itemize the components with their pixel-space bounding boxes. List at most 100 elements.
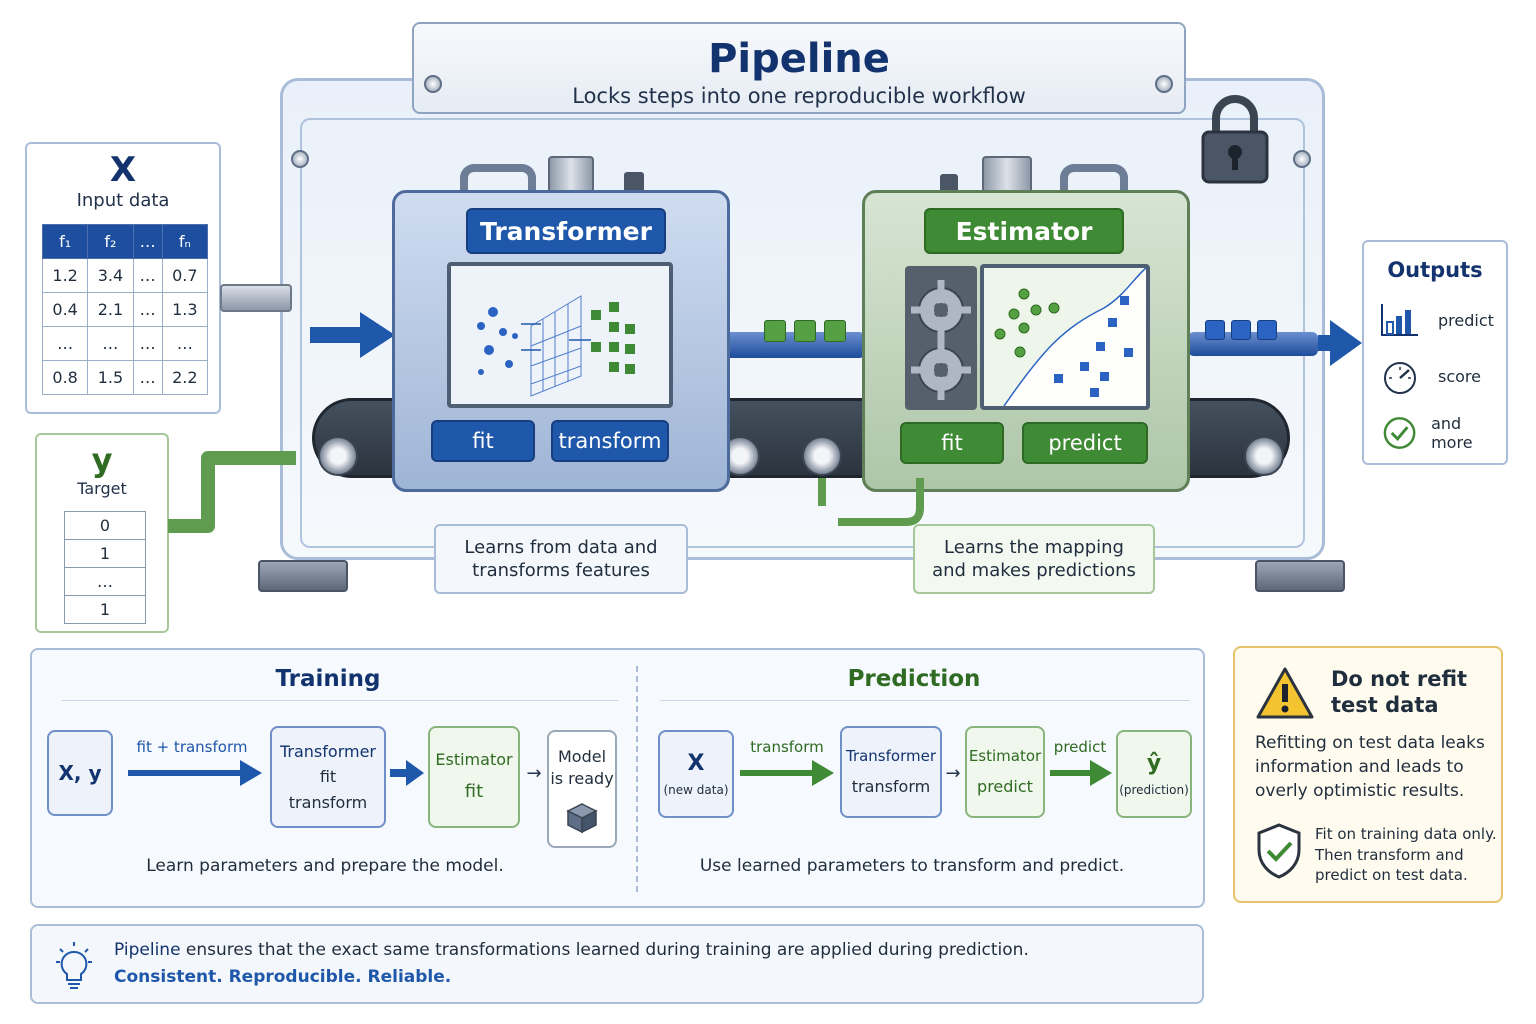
prediction-estimator-box: Estimator predict [965,726,1045,818]
table-cell: … [41,326,89,361]
box-title: Estimator [968,747,1042,766]
warning-body: Refitting on test data leaks information… [1255,732,1495,803]
table-header: fₙ [161,224,209,259]
table-cell: … [132,258,163,293]
table-cell: … [87,326,134,361]
gauge-icon [1384,362,1416,394]
table-cell: 1.5 [87,360,134,395]
arrow-right-icon: → [526,762,542,784]
housing-bolt [1293,150,1311,168]
prediction-caption: Use learned parameters to transform and … [699,856,1125,876]
input-symbol: X [109,150,137,190]
plate-bolt [424,75,442,93]
table-row: 0.8 1.5 … 2.2 [41,360,209,395]
estimator-pipe-top [1060,164,1128,194]
arrow-right-icon [390,760,424,786]
table-cell: … [132,360,163,395]
estimator-description: Learns the mapping and makes predictions [913,524,1155,594]
estimator-fit-button[interactable]: fit [900,422,1004,464]
page-title: Pipeline [708,36,890,82]
table-row: 1 [64,595,146,624]
input-arrow-icon [310,312,395,358]
transformer-pipe-top [460,164,536,194]
description-line: Learns from data and [464,536,658,558]
data-cube [1231,320,1251,340]
box-line: transform [851,777,931,797]
page-subtitle: Locks steps into one reproducible workfl… [572,84,1026,108]
table-cell: 1.2 [41,258,89,293]
box-line: Model [557,747,607,766]
table-header: f₂ [87,224,134,259]
info-bar: Pipeline ensures that the exact same tra… [30,924,1204,1004]
input-label: Input data [76,190,170,211]
target-pipe [168,451,296,533]
lightbulb-icon [56,942,92,989]
estimator-title: Estimator [924,208,1124,254]
table-row: 0.4 2.1 … 1.3 [41,292,209,327]
table-cell: 1 [64,539,146,568]
arrow-right-icon [128,760,262,786]
box-line: fit [319,767,337,787]
box-line: (new data) [663,782,729,797]
training-transformer-box: Transformer fit transform [270,726,386,828]
warning-card: Do not refit test data Refitting on test… [1233,646,1503,903]
table-row: 1.2 3.4 … 0.7 [41,258,209,293]
table-header: … [132,224,163,259]
description-line: and makes predictions [932,560,1136,581]
warning-title-line: test data [1331,693,1439,718]
transformer-transform-button[interactable]: transform [551,420,669,462]
prediction-arrow-label-2: predict [1053,738,1107,756]
info-sentence: ensures that the exact same transformati… [180,940,1029,960]
plate-bolt [1155,75,1173,93]
data-cube [1257,320,1277,340]
input-data-card: X Input data f₁ f₂ … fₙ 1.2 3.4 … 0.7 0.… [25,142,221,414]
data-cube [1205,320,1225,340]
box-title: Transformer [279,741,376,761]
table-row: 1 [64,539,146,568]
gear-icon [911,280,971,400]
table-cell: 1.3 [161,292,209,327]
data-cube [794,320,816,342]
panel-divider [636,666,638,892]
transformer-valve [548,156,594,196]
conveyor-roller [318,436,358,476]
estimator-screen [980,264,1150,410]
conveyor-roller [802,436,842,476]
input-data-table: f₁ f₂ … fₙ 1.2 3.4 … 0.7 0.4 2.1 … 1.3 …… [41,224,209,395]
table-row: … … … … [41,326,209,361]
estimator-predict-button[interactable]: predict [1022,422,1148,464]
box-line: transform [288,792,368,812]
training-underline [62,700,618,701]
training-estimator-box: Estimator fit [428,726,520,828]
warning-title-line: Do not refit [1331,667,1468,691]
transformer-description: Learns from data and transforms features [434,524,688,594]
table-cell: … [132,292,163,327]
target-table: 0 1 … 1 [64,511,146,624]
warning-body-line: overly optimistic results. [1255,780,1465,801]
output-arrow-icon [1318,320,1362,366]
data-cube [764,320,786,342]
table-row: … [64,567,146,596]
cube-icon [566,802,598,833]
box-line: (prediction) [1119,782,1189,797]
box-title: Estimator [435,749,513,769]
model-ready-box: Model is ready [547,730,617,848]
lock-icon [1201,95,1269,184]
warning-icon [1256,667,1314,719]
prediction-output-box: ŷ (prediction) [1116,730,1192,818]
box-title: X [687,750,705,776]
output-label: score [1438,366,1481,386]
training-input-box: X, y [47,730,113,816]
table-cell: 0.8 [41,360,89,395]
target-symbol: y [91,441,113,479]
transformer-fit-button[interactable]: fit [431,420,535,462]
box-line: is ready [550,769,614,789]
housing-leg-left [258,560,348,592]
feature-transform-illustration [477,295,635,397]
prediction-transformer-box: Transformer transform [840,726,942,818]
data-cube [824,320,846,342]
box-line: predict [977,777,1033,797]
conveyor-roller [1244,436,1284,476]
description-line: Learns the mapping [944,536,1124,558]
prediction-underline [660,700,1190,701]
